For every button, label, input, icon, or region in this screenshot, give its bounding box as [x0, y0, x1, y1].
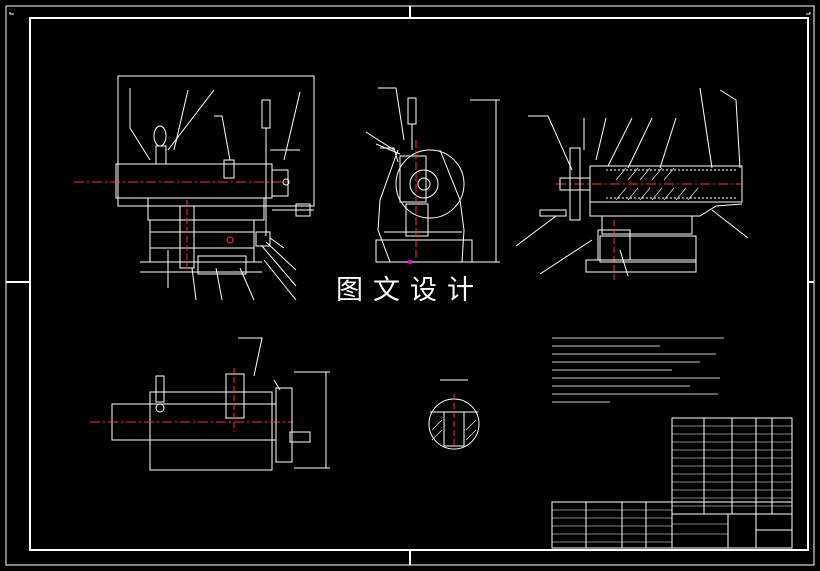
title-block — [551, 501, 793, 549]
section-view — [515, 87, 749, 280]
parts-list — [671, 417, 793, 515]
front-view — [74, 75, 315, 301]
side-view — [365, 87, 500, 263]
detail-section — [428, 379, 480, 450]
inner-frame — [29, 17, 809, 551]
top-view — [90, 337, 330, 471]
accent-mark — [408, 260, 412, 264]
technical-notes — [552, 337, 724, 403]
centering-marks — [6, 6, 814, 565]
outer-frame — [5, 5, 815, 566]
